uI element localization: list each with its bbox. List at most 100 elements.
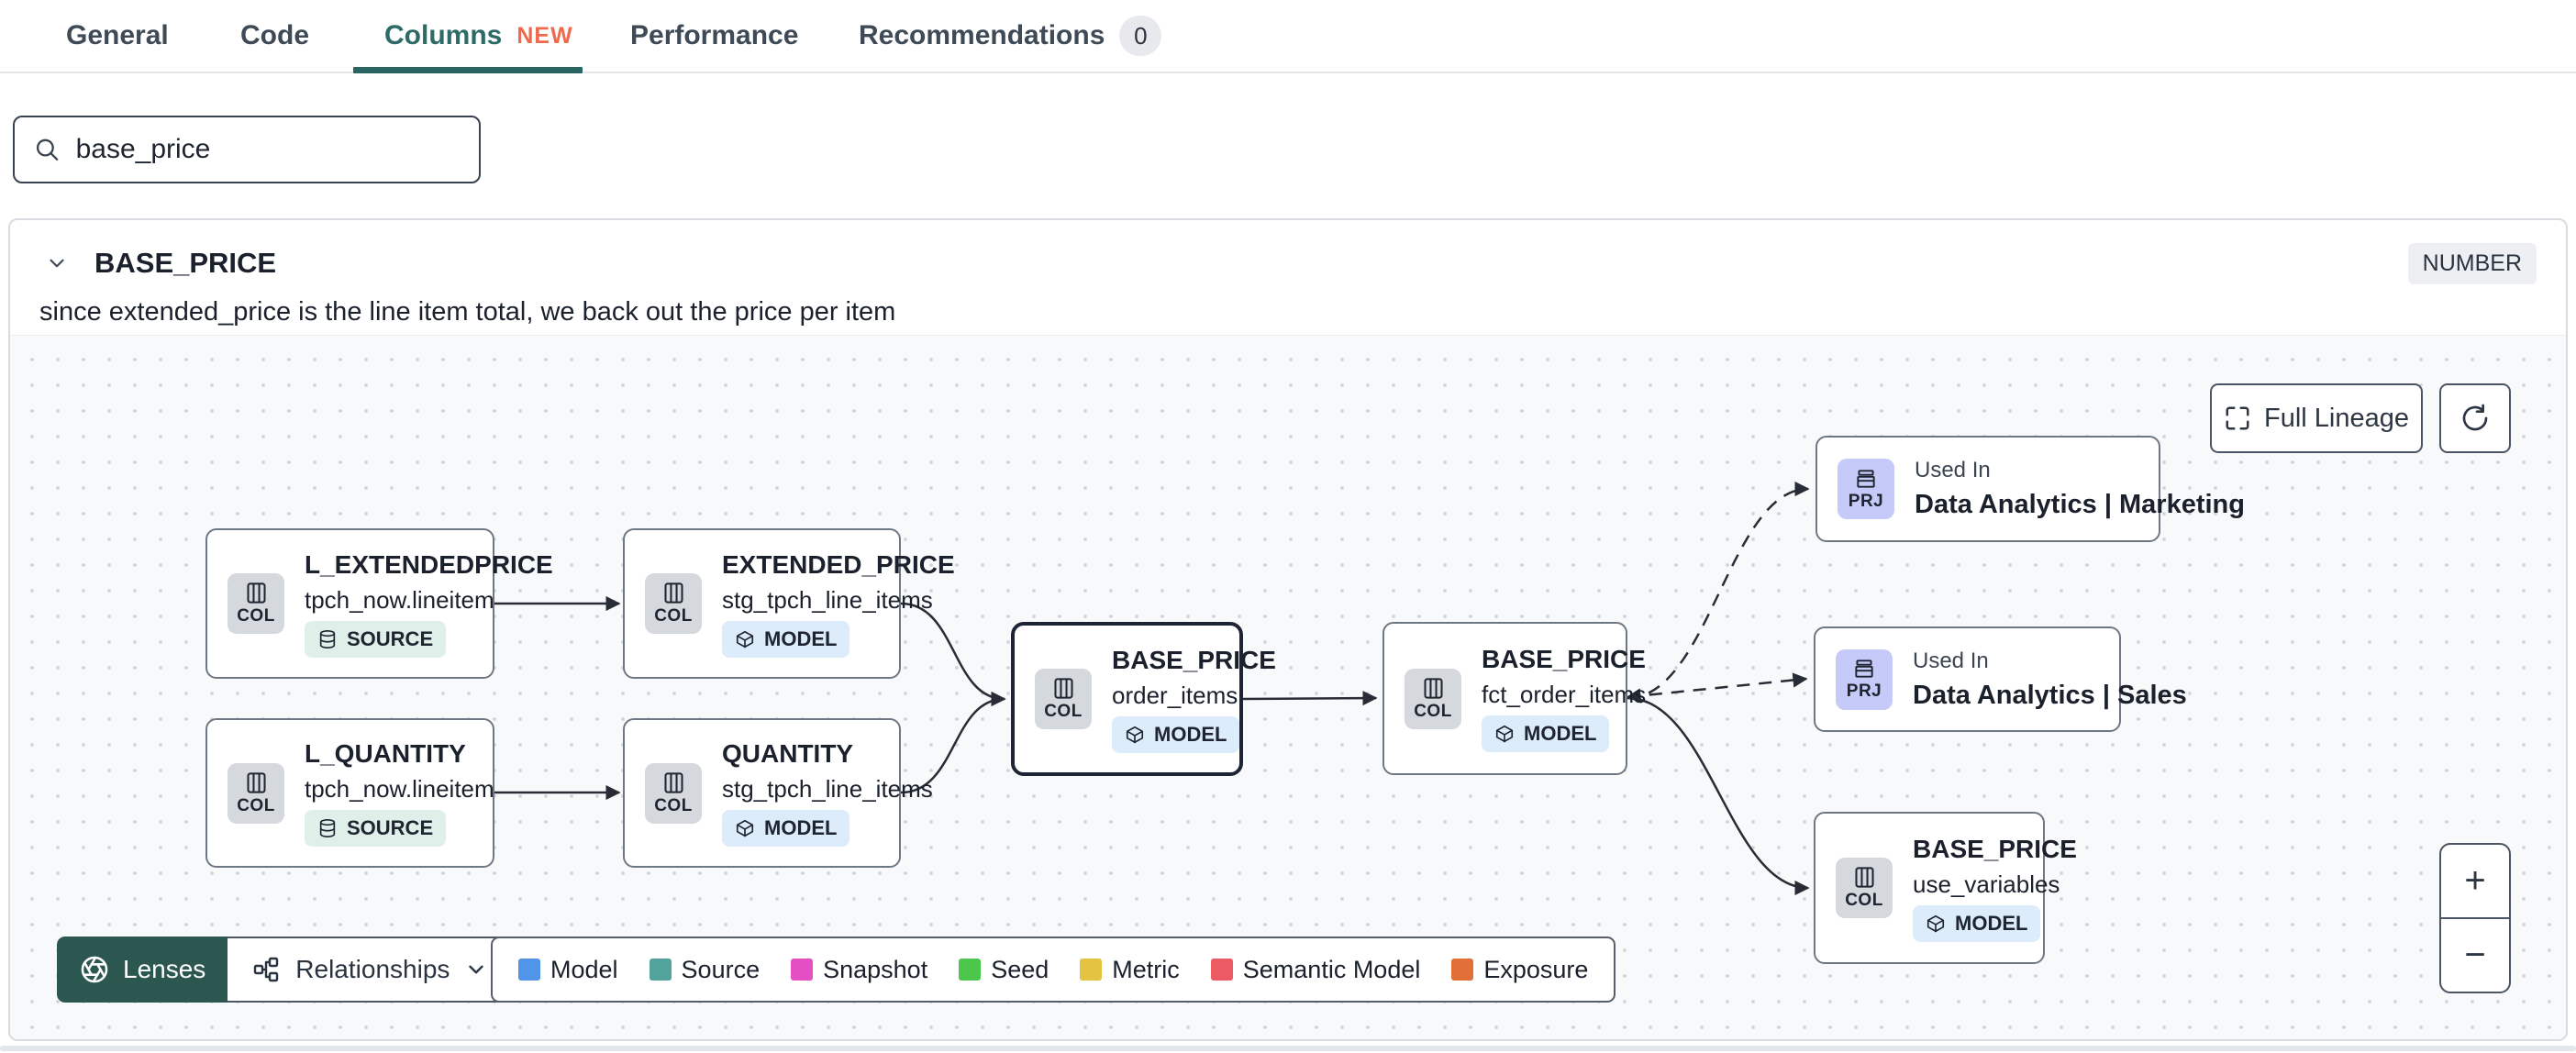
source-badge: SOURCE xyxy=(305,620,447,658)
node-subtitle: order_items xyxy=(1112,681,1238,709)
refresh-button[interactable] xyxy=(2439,383,2511,453)
horizontal-scrollbar[interactable] xyxy=(0,1046,2576,1051)
tab-recommendations[interactable]: Recommendations 0 xyxy=(859,0,1162,72)
used-in-label: Used In xyxy=(1915,458,1991,482)
database-icon xyxy=(319,629,336,648)
legend-item-semantic-model: Semantic Model xyxy=(1210,956,1420,984)
column-tile: COL xyxy=(645,573,702,634)
cube-icon xyxy=(736,819,754,837)
zoom-in-button[interactable]: + xyxy=(2441,845,2509,919)
columns-icon xyxy=(1053,678,1073,699)
legend-swatch xyxy=(959,959,982,981)
tab-general[interactable]: General xyxy=(66,20,169,50)
edge-fct-usevariables xyxy=(1627,696,1810,896)
node-extended-price[interactable]: COL EXTENDED_PRICE stg_tpch_line_items M… xyxy=(623,528,955,679)
project-tile: PRJ xyxy=(1836,648,1893,710)
full-lineage-button[interactable]: Full Lineage xyxy=(2210,383,2423,453)
model-badge: MODEL xyxy=(1913,904,2041,942)
expand-icon xyxy=(2226,406,2249,430)
zoom-out-button[interactable]: − xyxy=(2441,919,2509,992)
columns-icon xyxy=(246,582,266,604)
node-base-price-fct-order-items[interactable]: COL BASE_PRICE fct_order_items MODEL xyxy=(1382,622,1646,775)
database-icon xyxy=(319,819,336,837)
cube-icon xyxy=(1926,914,1945,932)
node-base-price-order-items[interactable]: COL BASE_PRICE order_items MODEL xyxy=(1011,622,1276,776)
lenses-button[interactable]: Lenses xyxy=(57,937,228,1003)
column-tile: COL xyxy=(1405,668,1461,729)
legend-swatch xyxy=(1210,959,1233,981)
zoom-controls: + − xyxy=(2439,843,2511,993)
node-title: EXTENDED_PRICE xyxy=(722,549,955,579)
column-tile: COL xyxy=(1836,858,1893,918)
column-name: BASE_PRICE xyxy=(94,247,277,279)
relationships-icon xyxy=(254,957,279,982)
node-used-in-sales[interactable]: PRJ Used In Data Analytics | Sales xyxy=(1814,626,2187,732)
edge-baseprice-fctorderitems xyxy=(1242,690,1378,706)
model-badge: MODEL xyxy=(722,620,850,658)
columns-icon xyxy=(1423,677,1443,699)
cube-icon xyxy=(736,630,754,648)
legend-swatch xyxy=(518,959,540,981)
chevron-down-icon xyxy=(469,965,484,974)
tab-code[interactable]: Code xyxy=(240,20,309,50)
lineage-canvas[interactable]: COL L_EXTENDEDPRICE tpch_now.lineitem SO… xyxy=(10,335,2566,1039)
node-base-price-use-variables[interactable]: COL BASE_PRICE use_variables MODEL xyxy=(1814,812,2077,964)
lineage-legend: Model Source Snapshot Seed Metric Semant… xyxy=(491,937,1616,1003)
project-tile: PRJ xyxy=(1838,459,1894,519)
legend-item-model: Model xyxy=(518,956,618,984)
legend-swatch xyxy=(1080,959,1103,981)
used-in-label: Used In xyxy=(1913,648,1989,673)
node-quantity[interactable]: COL QUANTITY stg_tpch_line_items MODEL xyxy=(623,718,933,868)
model-badge: MODEL xyxy=(722,810,850,847)
edge-quantity-baseprice xyxy=(900,691,1006,794)
node-subtitle: tpch_now.lineitem xyxy=(305,775,494,803)
legend-item-seed: Seed xyxy=(959,956,1049,984)
tab-columns[interactable]: Columns NEW xyxy=(384,20,573,50)
cube-icon xyxy=(1495,725,1514,743)
node-title: L_QUANTITY xyxy=(305,739,466,768)
model-badge: MODEL xyxy=(1482,715,1610,752)
tab-bar: General Code Columns NEW Performance Rec… xyxy=(0,0,2576,73)
model-badge: MODEL xyxy=(1112,715,1240,753)
node-title: BASE_PRICE xyxy=(1112,645,1276,674)
recommendations-count-badge: 0 xyxy=(1119,16,1162,56)
new-badge: NEW xyxy=(516,22,573,49)
aperture-icon xyxy=(81,956,108,983)
columns-icon xyxy=(246,771,266,793)
legend-item-source: Source xyxy=(649,956,760,984)
node-used-in-marketing[interactable]: PRJ Used In Data Analytics | Marketing xyxy=(1815,436,2245,542)
search-input[interactable] xyxy=(75,134,461,165)
node-l-quantity[interactable]: COL L_QUANTITY tpch_now.lineitem SOURCE xyxy=(205,718,494,868)
legend-item-metric: Metric xyxy=(1080,956,1180,984)
column-type-badge: NUMBER xyxy=(2407,242,2537,284)
legend-item-exposure: Exposure xyxy=(1451,956,1588,984)
refresh-icon xyxy=(2462,404,2488,431)
node-subtitle: tpch_now.lineitem xyxy=(305,585,494,614)
legend-item-snapshot: Snapshot xyxy=(791,956,927,984)
collapse-chevron-icon[interactable] xyxy=(39,251,74,275)
column-tile: COL xyxy=(228,573,284,634)
node-l-extendedprice[interactable]: COL L_EXTENDEDPRICE tpch_now.lineitem SO… xyxy=(205,528,553,679)
active-tab-underline xyxy=(353,67,583,73)
relationships-dropdown[interactable]: Relationships xyxy=(228,937,515,1003)
edge-fct-sales xyxy=(1626,672,1808,704)
column-tile: COL xyxy=(228,762,284,824)
archive-icon xyxy=(1855,660,1873,678)
column-header-row: BASE_PRICE NUMBER xyxy=(10,220,2566,284)
columns-icon xyxy=(1854,867,1874,888)
column-search-box[interactable] xyxy=(13,116,481,183)
node-subtitle: use_variables xyxy=(1913,870,2060,898)
node-subtitle: stg_tpch_line_items xyxy=(722,775,933,803)
node-subtitle: stg_tpch_line_items xyxy=(722,585,933,614)
legend-swatch xyxy=(1451,959,1474,981)
lineage-edges xyxy=(494,481,1810,896)
tab-performance[interactable]: Performance xyxy=(630,20,799,50)
node-title: Data Analytics | Sales xyxy=(1913,680,2187,710)
node-title: L_EXTENDEDPRICE xyxy=(305,549,553,579)
column-tile: COL xyxy=(1035,669,1092,729)
node-title: BASE_PRICE xyxy=(1913,834,2077,863)
lens-toolbar: Lenses Relationships xyxy=(57,937,515,1003)
legend-swatch xyxy=(791,959,814,981)
column-panel: BASE_PRICE NUMBER since extended_price i… xyxy=(8,218,2568,1041)
